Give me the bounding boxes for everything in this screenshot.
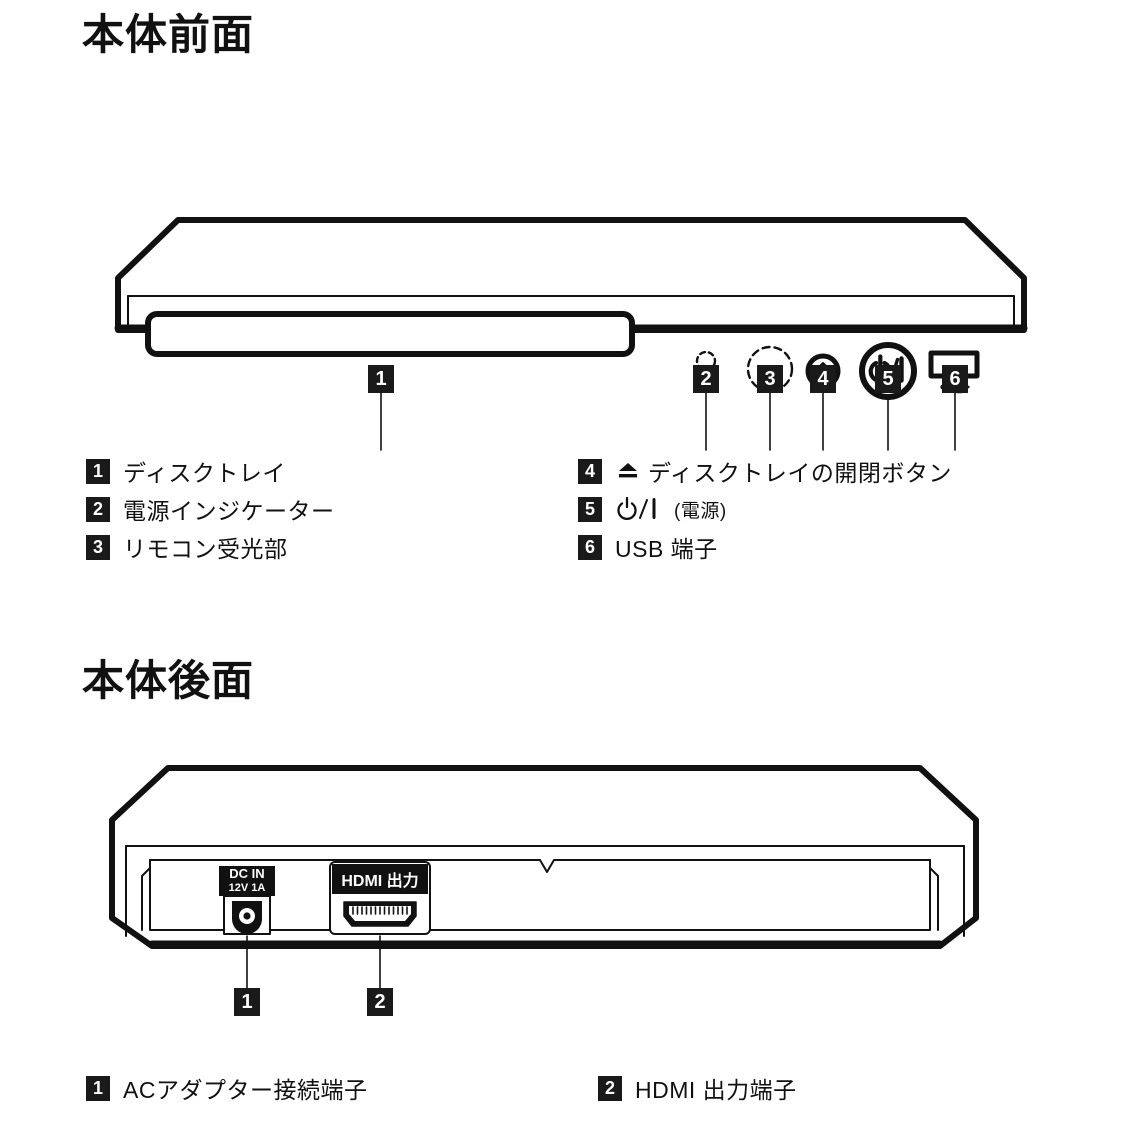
legend-number: 1 (86, 458, 110, 484)
legend-number: 6 (578, 534, 602, 560)
ir-receiver-window (746, 345, 794, 393)
front-section-title: 本体前面 (82, 11, 255, 58)
front-legend-left-column: 1 ディスクトレイ 2 電源インジケーター 3 リモコン受光部 (86, 455, 335, 569)
disc-tray-slot (145, 311, 635, 357)
power-standby-icon (615, 496, 665, 522)
legend-number: 2 (86, 496, 110, 522)
callout-rear-2: 2 (367, 988, 393, 1016)
hdmi-pins (352, 906, 408, 915)
legend-label: 電源インジケーター (123, 498, 335, 524)
rear-panel-diagram: DC IN 12V 1A HDMI 出力 (0, 750, 1142, 1040)
legend-number: 3 (86, 534, 110, 560)
legend-label: (電源) (674, 500, 727, 522)
legend-item: 3 リモコン受光部 (86, 531, 335, 563)
legend-number: 4 (578, 458, 602, 484)
eject-icon (615, 460, 641, 482)
rear-inner-notch-left (141, 859, 151, 931)
legend-item: 1 ACアダプター接続端子 (86, 1072, 367, 1104)
hdmi-label: HDMI 出力 (341, 871, 418, 890)
legend-item: 2 電源インジケーター (86, 493, 335, 525)
rear-legend-left-column: 1 ACアダプター接続端子 (86, 1072, 367, 1110)
dc-in-port: DC IN 12V 1A (219, 866, 275, 935)
legend-item: 6 USB 端子 (578, 531, 952, 563)
legend-number: 5 (578, 496, 602, 522)
legend-item: 4 ディスクトレイの開閉ボタン (578, 455, 952, 487)
rear-section-title: 本体後面 (82, 657, 255, 704)
legend-item: 2 HDMI 出力端子 (598, 1072, 797, 1104)
rear-legend-right-column: 2 HDMI 出力端子 (598, 1072, 797, 1110)
callout-front-3: 3 (757, 365, 783, 393)
legend-label: ACアダプター接続端子 (123, 1077, 368, 1103)
dc-in-label-line1: DC IN (229, 866, 264, 881)
callout-front-1: 1 (368, 365, 394, 393)
callout-front-5: 5 (875, 365, 901, 393)
legend-number: 1 (86, 1075, 110, 1101)
legend-label: リモコン受光部 (123, 536, 288, 562)
legend-label: USB 端子 (615, 536, 718, 562)
hdmi-out-port: HDMI 出力 (329, 861, 431, 935)
leader-lines (380, 370, 956, 451)
legend-label: HDMI 出力端子 (635, 1077, 797, 1103)
front-legend-right-column: 4 ディスクトレイの開閉ボタン 5 (578, 455, 952, 569)
legend-label: ディスクトレイ (123, 460, 286, 486)
callout-front-4: 4 (810, 365, 836, 393)
callout-front-6: 6 (942, 365, 968, 393)
legend-number: 2 (598, 1075, 622, 1101)
front-panel-diagram (0, 100, 1142, 451)
legend-item: 5 (電源) (578, 493, 952, 525)
legend-label: ディスクトレイの開閉ボタン (648, 460, 952, 486)
legend-item: 1 ディスクトレイ (86, 455, 335, 487)
callout-rear-1: 1 (234, 988, 260, 1016)
callout-front-2: 2 (693, 365, 719, 393)
rear-leader-lines (246, 935, 381, 989)
dc-in-label-line2: 12V 1A (229, 882, 266, 894)
rear-inner-notch-right (929, 859, 939, 931)
